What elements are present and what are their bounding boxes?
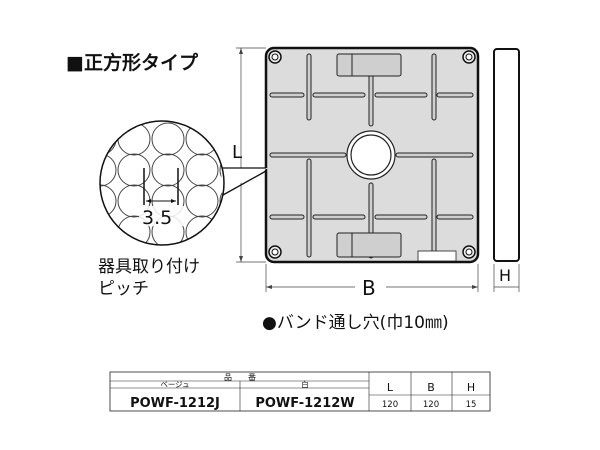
table-header-beige: ベージュ bbox=[160, 380, 189, 389]
rib bbox=[269, 152, 347, 158]
table-cell-B: 120 bbox=[423, 400, 439, 410]
rib bbox=[269, 214, 305, 220]
rib bbox=[395, 152, 474, 158]
plate-front-view bbox=[264, 46, 480, 264]
rib bbox=[312, 214, 366, 220]
dimension-L-label: L bbox=[232, 142, 242, 163]
pitch-value: 3.5 bbox=[142, 207, 172, 229]
dimension-L: L bbox=[232, 47, 266, 263]
texture-dot bbox=[185, 153, 219, 187]
pitch-detail: 3.5 器具取り付け ピッチ bbox=[98, 120, 268, 299]
pitch-caption-line2: ピッチ bbox=[98, 279, 149, 299]
rib bbox=[269, 92, 305, 98]
section-title: ■正方形タイプ bbox=[66, 51, 199, 74]
texture-dot bbox=[185, 215, 219, 245]
table-group-header: 品 番 bbox=[224, 372, 256, 382]
texture-dot bbox=[100, 122, 117, 156]
rib bbox=[431, 53, 437, 121]
plate-side-view: H bbox=[493, 48, 520, 292]
rib bbox=[431, 158, 437, 258]
texture-dot bbox=[151, 153, 185, 187]
texture-dot bbox=[117, 153, 151, 187]
table-header-L: L bbox=[387, 381, 394, 394]
texture-dot bbox=[100, 215, 117, 245]
rib bbox=[436, 214, 474, 220]
rib bbox=[312, 92, 366, 98]
rib bbox=[306, 53, 312, 121]
rib bbox=[436, 92, 474, 98]
table-cell-H: 15 bbox=[466, 400, 477, 410]
table-header-B: B bbox=[427, 381, 435, 394]
pitch-caption-line1: 器具取り付け bbox=[98, 257, 200, 277]
table-cell-beige: POWF-1212J bbox=[130, 396, 220, 411]
table-header-H: H bbox=[467, 381, 475, 394]
rib bbox=[374, 214, 428, 220]
band-slot-bottom bbox=[336, 232, 402, 258]
spec-table: 品 番 ベージュ 白 L B H POWF-1212J POWF-1212W 1… bbox=[109, 371, 491, 412]
texture-dot bbox=[219, 153, 224, 187]
texture-dot bbox=[151, 122, 185, 156]
texture-dot bbox=[100, 153, 117, 187]
dimension-B-label: B bbox=[362, 276, 376, 300]
table-cell-L: 120 bbox=[382, 400, 398, 410]
texture-dot bbox=[219, 215, 224, 245]
rib bbox=[306, 158, 312, 258]
texture-dot bbox=[100, 184, 117, 218]
texture-dot bbox=[185, 184, 219, 218]
dimension-H-label: H bbox=[499, 266, 511, 285]
rib bbox=[374, 92, 428, 98]
table-cell-white: POWF-1212W bbox=[255, 396, 354, 411]
texture-dot bbox=[219, 184, 224, 218]
dimension-B: B bbox=[265, 264, 479, 300]
band-hole-note: ●バンド通し穴(巾10㎜) bbox=[262, 313, 449, 333]
table-header-white: 白 bbox=[301, 379, 309, 389]
band-slot-top bbox=[336, 53, 402, 77]
